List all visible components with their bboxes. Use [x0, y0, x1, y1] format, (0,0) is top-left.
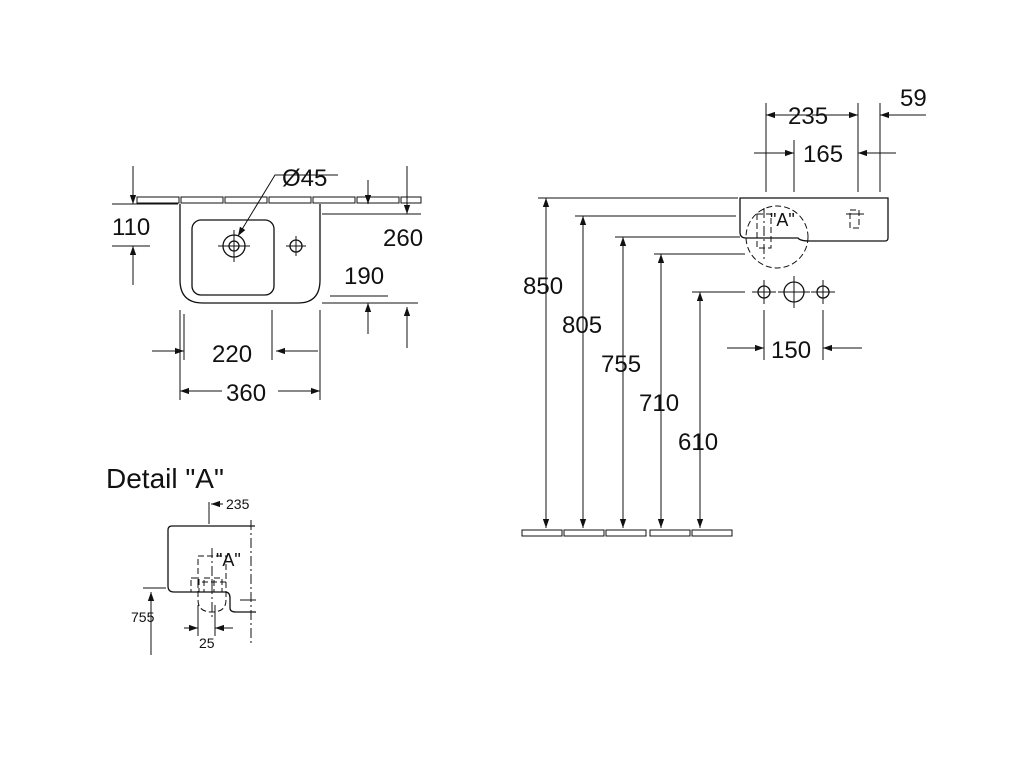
side-detail-ref: "A": [770, 210, 795, 230]
dim-235-top: 235: [788, 103, 828, 130]
top-view: Ø45 110 260 190 220 360: [112, 165, 423, 407]
dim-610: 610: [678, 429, 718, 456]
basin-outline: [179, 204, 321, 304]
basin-side-outline: [739, 197, 889, 242]
dim-260: 260: [383, 225, 423, 252]
connection-cold-icon: [752, 280, 776, 304]
dim-150: 150: [771, 337, 811, 364]
detail-dim-235: 235: [226, 496, 250, 512]
basin-bowl: [191, 219, 275, 296]
dim-59: 59: [900, 85, 927, 112]
dim-360: 360: [226, 380, 266, 407]
detail-dim-25: 25: [199, 635, 215, 651]
floor-strip: [521, 529, 733, 537]
detail-title: Detail "A": [106, 463, 224, 494]
wall-strip: [136, 196, 422, 204]
dim-hole-diameter: Ø45: [282, 165, 327, 192]
drain-hole-icon: [218, 230, 250, 262]
dim-755: 755: [601, 351, 641, 378]
side-view: "A" 850 805 755 710 610: [521, 85, 927, 537]
dim-165: 165: [803, 141, 843, 168]
dim-850: 850: [523, 273, 563, 300]
dim-220: 220: [212, 341, 252, 368]
detail-dim-755: 755: [131, 609, 155, 625]
dim-190: 190: [344, 263, 384, 290]
detail-a: Detail "A" "A" 235 755 25: [106, 463, 256, 655]
connection-hot-icon: [811, 280, 835, 304]
tap-hole-icon: [286, 236, 306, 256]
detail-trap-icon: [190, 548, 227, 620]
side-tap-icon: [846, 209, 864, 229]
dim-110: 110: [112, 214, 150, 241]
trap-icon: [756, 208, 772, 262]
dim-710: 710: [639, 390, 679, 417]
connection-waste-icon: [778, 276, 810, 308]
detail-ref-label: "A": [216, 550, 241, 570]
dim-805: 805: [562, 312, 602, 339]
